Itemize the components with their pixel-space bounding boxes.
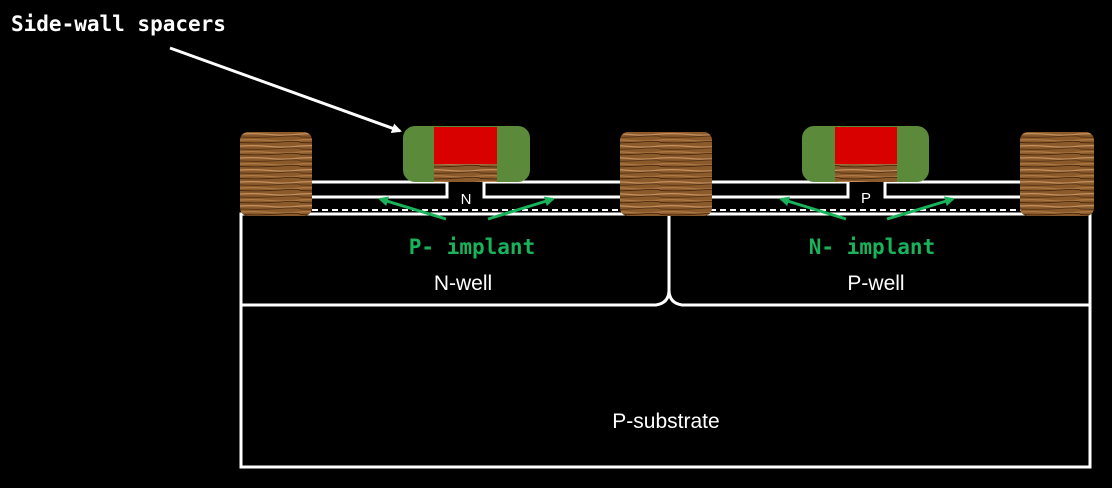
n-well-label: N-well (434, 272, 492, 295)
left-gate-oxide (434, 164, 497, 182)
n-implant-arrow-left (779, 196, 847, 221)
field-oxide-left (240, 132, 312, 216)
n-implant-label: N- implant (809, 235, 935, 259)
sidewall-spacers-annotation: Side-wall spacers (11, 12, 226, 36)
right-gate-poly (835, 127, 897, 164)
well-boundary (241, 214, 1090, 307)
left-channel-label: N (461, 191, 472, 208)
right-channel-label: P (861, 190, 871, 207)
p-implant-label: P- implant (409, 235, 535, 259)
left-gate-poly (434, 127, 497, 164)
p-substrate-label: P-substrate (612, 410, 719, 433)
field-oxide-middle (620, 132, 712, 216)
annotation-arrow (169, 46, 402, 133)
field-oxide-right (1020, 132, 1094, 216)
p-implant-arrow-left (378, 196, 447, 221)
right-gate-oxide (835, 164, 897, 182)
p-well-label: P-well (847, 272, 904, 295)
p-implant-arrow-right (487, 196, 555, 221)
n-implant-arrow-right (886, 196, 955, 221)
